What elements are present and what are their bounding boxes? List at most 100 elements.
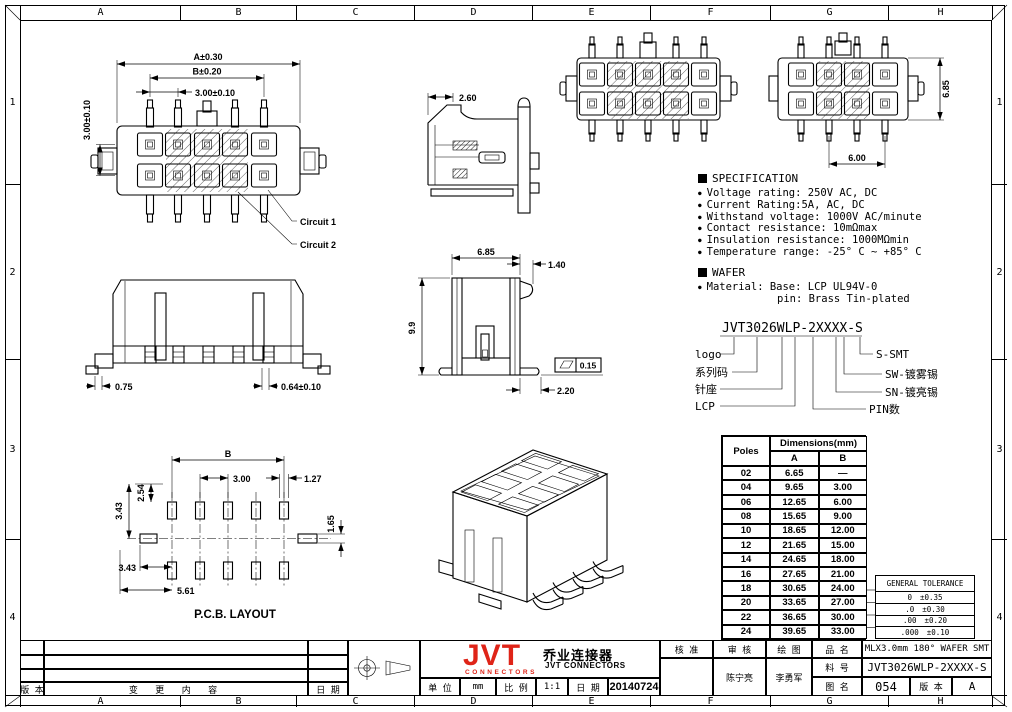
poles-table-cell: 04 [722, 480, 770, 495]
part-label: 料 号 [812, 658, 862, 677]
pn-right-label: S-SMT [876, 348, 909, 361]
pcb-dim-row-label: 2.54 [136, 484, 146, 502]
tolerance-row: .00±0.20 [876, 616, 974, 628]
wafer-title: WAFER [712, 266, 746, 279]
dimensions-header: Dimensions(mm) [770, 436, 867, 451]
poles-table-cell: 21.00 [818, 566, 867, 582]
poles-table-cell: 33.65 [770, 595, 819, 611]
pcb-layout-title: P.C.B. LAYOUT [194, 609, 276, 621]
poles-table-cell: 3.00 [818, 480, 867, 495]
company-name-en: JVT CONNECTORS [545, 661, 626, 670]
zone-label: 3 [5, 360, 20, 540]
scale-label: 比 例 [496, 678, 536, 696]
poles-table-cell: 20 [722, 595, 770, 611]
general-tolerance-table: GENERAL TOLERANCE 0±0.35 .0±0.30 .00±0.2… [875, 575, 975, 639]
poles-table-cell: 24.00 [818, 581, 867, 596]
dim-foot-left-label: 0.75 [115, 382, 133, 392]
specification-title-row: SPECIFICATION [698, 172, 922, 185]
spec-item: Temperature range: -25° C ~ +85° C [706, 245, 922, 258]
tolerance-row: 0±0.35 [876, 592, 974, 604]
poles-table-cell: 30.00 [818, 610, 867, 625]
company-name-cn: 乔业连接器 [543, 648, 614, 663]
spec-item: Voltage rating: 250V AC, DC [706, 187, 878, 199]
zone-label: H [889, 696, 993, 707]
specification-block: SPECIFICATION ● Voltage rating: 250V AC, … [698, 172, 922, 259]
zone-label: B [181, 5, 297, 20]
drawing-label: 图 名 [812, 677, 862, 696]
zone-label: C [297, 696, 415, 707]
zone-label: G [771, 696, 889, 707]
dim-a-label: A±0.30 [194, 52, 223, 62]
pn-left-label: logo [695, 348, 722, 361]
pn-right-label: SW-镀雾锡 [885, 367, 938, 381]
fs-flatness-value: 0.15 [580, 361, 597, 371]
drawing-value: 054 [862, 677, 910, 696]
poles-table-cell: 02 [722, 466, 770, 481]
rev-label: 版 本 [910, 677, 952, 696]
pn-left-label: LCP [695, 400, 715, 413]
t8-dim-height-label: 6.85 [941, 80, 951, 98]
circuit1-label: Circuit 1 [300, 217, 336, 227]
side-section-drawing: 2.60 [427, 93, 540, 214]
unit-label: 单 位 [420, 678, 460, 696]
spec-item: Insulation resistance: 1000MΩmin [706, 234, 909, 247]
zone-label: 2 [992, 185, 1007, 360]
poles-table-cell: 15.65 [770, 509, 819, 524]
black-square-icon [698, 268, 707, 277]
col-b-header: B [818, 451, 867, 466]
poles-table-cell: 33.00 [818, 624, 867, 639]
wafer-title-row: WAFER [698, 266, 910, 279]
zone-label: D [415, 5, 533, 20]
poles-table-cell: 10 [722, 523, 770, 539]
dim-b-label: B±0.20 [193, 67, 222, 77]
zone-label: A [21, 5, 181, 20]
zone-label: F [651, 5, 771, 20]
zone-label: B [181, 696, 297, 707]
approver-name [660, 658, 713, 696]
zone-label: 1 [992, 20, 1007, 185]
poles-table-cell: 18.65 [770, 523, 819, 539]
zone-label: F [651, 696, 771, 707]
front-view-drawing: A±0.30 B±0.20 3.00±0.10 3.00±0.10 Circui… [82, 52, 336, 250]
poles-table-cell: 36.65 [770, 610, 819, 625]
part-number-breakdown: JVT3026WLP-2XXXX-S logo 系列码 针座 LCP S-SMT… [695, 321, 938, 416]
zone-label: 1 [5, 20, 20, 185]
poles-table-cell: 16 [722, 566, 770, 582]
poles-table-cell: 22 [722, 610, 770, 625]
poles-table-cell: 30.65 [770, 581, 819, 596]
poles-table-cell: 12 [722, 538, 770, 553]
tolerance-title: GENERAL TOLERANCE [876, 576, 974, 592]
poles-table-cell: 12.65 [770, 494, 819, 510]
revision-empty-cell [20, 640, 44, 682]
bottom-view-drawing: 0.75 0.64±0.10 [85, 279, 331, 392]
scale-value: 1:1 [536, 678, 568, 696]
isometric-view-drawing [438, 449, 624, 611]
pn-right-label: SN-镀亮锡 [885, 385, 938, 399]
revision-empty-cell [308, 640, 348, 682]
title-block: 版 本 变 更 内 容 日 期 JVT CONNECTORS 乔业连接器 JVT… [20, 639, 992, 696]
zone-label: C [297, 5, 415, 20]
pn-left-label: 系列码 [695, 365, 728, 379]
jvt-logo-subtext: CONNECTORS [465, 669, 538, 676]
tolerance-row: .000±0.10 [900, 628, 950, 638]
pcb-layout-drawing: B 3.00 1.27 2.54 3.43 1.65 3.43 5.61 P.C… [114, 449, 345, 621]
jvt-logo: JVT [463, 639, 522, 672]
front-section-drawing: 6.85 1.40 9.9 2.20 0.15 [407, 247, 603, 396]
top-view-10pin-drawing [559, 32, 738, 142]
product-value: MLX3.0mm 180° WAFER SMT [862, 640, 992, 658]
zone-label: E [533, 696, 651, 707]
wafer-material: Material: Base: LCP UL94V-0 [706, 281, 878, 293]
bullet-icon: ● [698, 248, 702, 256]
poles-table-cell: 24 [722, 624, 770, 639]
poles-header: Poles [722, 436, 770, 466]
zone-label: 3 [992, 360, 1007, 540]
zone-label: 4 [992, 540, 1007, 696]
flatness-icon [559, 360, 574, 369]
poles-table-cell: 39.65 [770, 624, 819, 639]
revision-col-header: 版 本 [20, 682, 44, 696]
unit-value: mm [460, 678, 496, 696]
spec-item: Withstand voltage: 1000V AC/minute [706, 210, 922, 223]
